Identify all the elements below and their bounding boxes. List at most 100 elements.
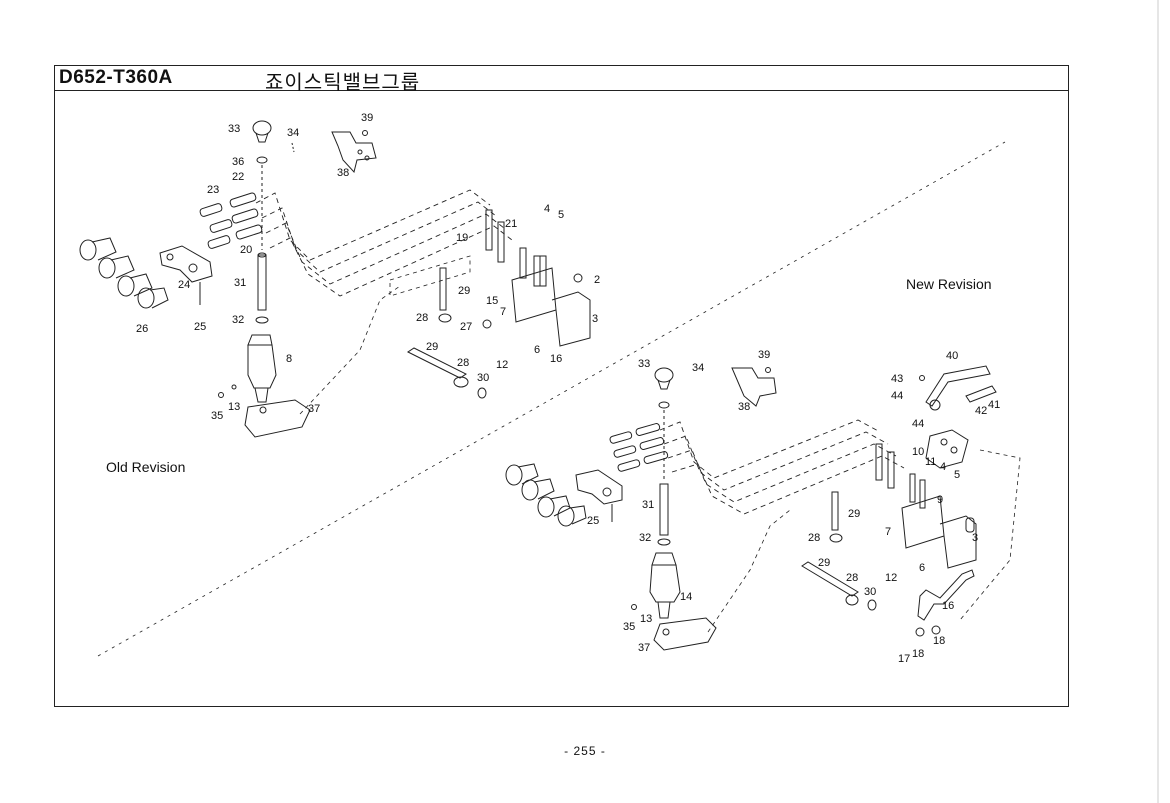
old-rubber-boots	[79, 237, 169, 309]
callout-label: 37	[308, 403, 320, 415]
new-revision-label: New Revision	[906, 276, 992, 292]
new-rod-part	[801, 561, 859, 597]
callout-label: 29	[426, 341, 438, 353]
callout-label: 43	[891, 373, 903, 385]
callout-label: 34	[692, 362, 704, 374]
callout-label: 14	[680, 591, 692, 603]
callout-label: 37	[638, 642, 650, 654]
callout-label: 4	[940, 461, 946, 473]
callout-label: 7	[885, 526, 891, 538]
callout-label: 28	[416, 312, 428, 324]
new-rubber-boots	[505, 463, 587, 527]
callout-label: 27	[460, 321, 472, 333]
callout-label: 29	[818, 557, 830, 569]
new-mount-bracket-part	[575, 469, 623, 505]
page-number: - 255 -	[564, 744, 606, 758]
callout-label: 31	[234, 277, 246, 289]
callout-label: 6	[919, 562, 925, 574]
callout-label: 12	[496, 359, 508, 371]
callout-label: 34	[287, 127, 299, 139]
callout-label: 32	[232, 314, 244, 326]
callout-label: 35	[211, 410, 223, 422]
callout-label: 9	[937, 494, 943, 506]
new-base-plate-part	[653, 617, 717, 651]
callout-label: 44	[891, 390, 903, 402]
callout-label: 42	[975, 405, 987, 417]
callout-label: 18	[933, 635, 945, 647]
drawing-frame: D652-T360A 죠이스틱밸브그룹	[54, 65, 1069, 707]
new-knob-part	[654, 367, 674, 383]
callout-label: 20	[240, 244, 252, 256]
callout-label: 31	[642, 499, 654, 511]
callout-label: 44	[912, 418, 924, 430]
scan-edge	[1157, 0, 1159, 803]
part-callouts: 33 34 39 36 22 23 38 21 4 5 19 20 2 31 2…	[136, 112, 1000, 665]
callout-label: 32	[639, 532, 651, 544]
old-knob-part	[252, 120, 272, 136]
title-bar: D652-T360A 죠이스틱밸브그룹	[55, 66, 1068, 94]
old-cable-connectors	[199, 192, 263, 249]
new-bracket-part	[731, 367, 777, 407]
new-control-cables	[659, 419, 905, 515]
callout-label: 16	[550, 353, 562, 365]
old-mount-bracket-part	[159, 245, 213, 283]
new-control-valve-part	[875, 443, 977, 569]
new-joystick-valve-part	[649, 564, 681, 603]
old-control-valve-part	[485, 209, 591, 347]
callout-label: 8	[286, 353, 292, 365]
callout-label: 30	[864, 586, 876, 598]
callout-label: 28	[457, 357, 469, 369]
old-revision-label: Old Revision	[106, 459, 185, 475]
callout-label: 6	[534, 344, 540, 356]
old-callouts: 33 34 39 36 22 23 38 21 4 5 19 20 2 31 2…	[136, 112, 600, 422]
callout-label: 19	[456, 232, 468, 244]
callout-label: 33	[228, 123, 240, 135]
callout-label: 16	[942, 600, 954, 612]
new-revision-assembly	[505, 365, 1021, 651]
callout-label: 26	[136, 323, 148, 335]
callout-label: 28	[808, 532, 820, 544]
callout-label: 39	[758, 349, 770, 361]
callout-label: 23	[207, 184, 219, 196]
new-drain-pipe-part	[917, 569, 975, 621]
old-base-plate-part	[244, 399, 311, 438]
new-callouts: 33 34 39 40 43 44 38 42 41 44 10 11 4 5 …	[587, 349, 1000, 665]
old-joystick-valve-part	[247, 344, 277, 389]
callout-label: 41	[988, 399, 1000, 411]
old-rod-part	[407, 347, 467, 379]
old-control-cables	[255, 189, 513, 297]
old-bracket-part	[331, 131, 377, 174]
callout-label: 25	[194, 321, 206, 333]
callout-label: 13	[228, 401, 240, 413]
callout-label: 5	[558, 209, 564, 221]
callout-label: 35	[623, 621, 635, 633]
part-group-code: D652-T360A	[59, 67, 173, 88]
new-cable-connectors	[609, 423, 669, 472]
new-valve-cover-part	[925, 429, 969, 469]
callout-label: 12	[885, 572, 897, 584]
callout-label: 17	[898, 653, 910, 665]
callout-label: 30	[477, 372, 489, 384]
part-group-title: 죠이스틱밸브그룹	[265, 70, 421, 94]
callout-label: 29	[458, 285, 470, 297]
new-pipe-part	[925, 365, 991, 407]
callout-label: 11	[925, 456, 936, 468]
callout-label: 3	[972, 532, 978, 544]
callout-label: 4	[544, 203, 550, 215]
callout-label: 18	[912, 648, 924, 660]
callout-label: 10	[912, 446, 924, 458]
callout-label: 38	[337, 167, 349, 179]
revision-divider-line	[97, 141, 1006, 657]
callout-label: 28	[846, 572, 858, 584]
callout-label: 13	[640, 613, 652, 625]
old-revision-assembly	[79, 120, 591, 438]
callout-label: 33	[638, 358, 650, 370]
callout-label: 39	[361, 112, 373, 124]
callout-label: 24	[178, 279, 190, 291]
callout-label: 5	[954, 469, 960, 481]
callout-label: 3	[592, 313, 598, 325]
callout-label: 38	[738, 401, 750, 413]
callout-label: 7	[500, 306, 506, 318]
callout-label: 21	[505, 218, 517, 230]
